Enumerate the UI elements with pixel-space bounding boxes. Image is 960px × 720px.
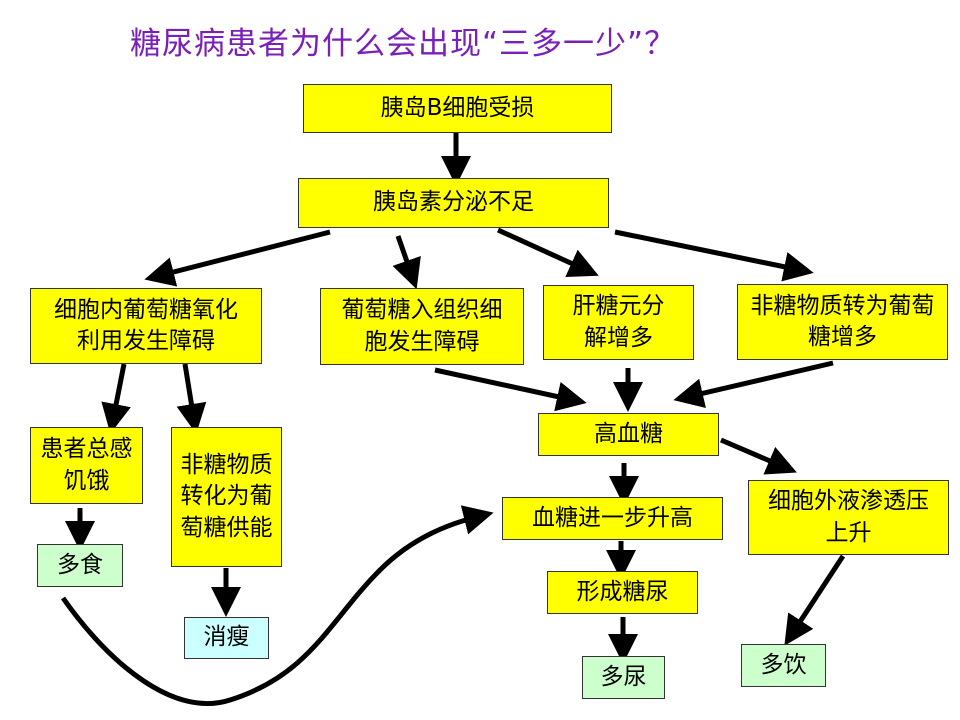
node-glycogenolysis-increase: 肝糖元分解增多 [543, 285, 694, 360]
node-eat-more: 多食 [37, 544, 123, 587]
arrow-insulin-to-glycogen [496, 227, 599, 278]
node-gluconeogenesis-increase: 非糖物质转为葡萄糖增多 [737, 284, 948, 360]
arrow-insulin-to-oxidation [144, 229, 331, 287]
node-blood-sugar-rise: 血糖进一步升高 [502, 497, 723, 540]
arrow-oxidation-to-hunger [101, 363, 131, 434]
arrow-insulin-to-uptake [392, 235, 421, 290]
node-polyuria: 多尿 [582, 656, 665, 699]
arrow-gluconeo-to-hyper [673, 360, 834, 408]
node-hyperglycemia: 高血糖 [538, 413, 719, 456]
arrow-uptake-to-hyper [434, 367, 587, 412]
node-weight-loss: 消瘦 [184, 617, 269, 659]
node-non-sugar-energy: 非糖物质转化为葡萄糖供能 [171, 427, 282, 567]
arrow-insulin-to-gluconeogenesis [614, 229, 814, 282]
node-glucose-uptake-impaired: 葡萄糖入组织细胞发生障碍 [320, 288, 524, 365]
arrow-oxidation-to-nonsugar [176, 363, 207, 434]
node-insulin-deficiency: 胰岛素分泌不足 [298, 178, 609, 228]
page-title: 糖尿病患者为什么会出现“三多一少”？ [130, 26, 677, 62]
arrow-osmotic-to-polydipsia [784, 554, 846, 646]
arrow-hyper-to-osmotic [720, 437, 797, 475]
node-polydipsia: 多饮 [741, 644, 826, 687]
node-hunger: 患者总感饥饿 [30, 427, 143, 504]
node-glucosuria: 形成糖尿 [547, 571, 698, 614]
arrow-eat-to-rise-curve [60, 505, 494, 707]
node-extracellular-osmotic-rise: 细胞外液渗透压上升 [748, 480, 949, 555]
node-glucose-oxidation-impaired: 细胞内葡萄糖氧化利用发生障碍 [30, 288, 262, 364]
node-beta-cell-damage: 胰岛B细胞受损 [303, 84, 612, 133]
